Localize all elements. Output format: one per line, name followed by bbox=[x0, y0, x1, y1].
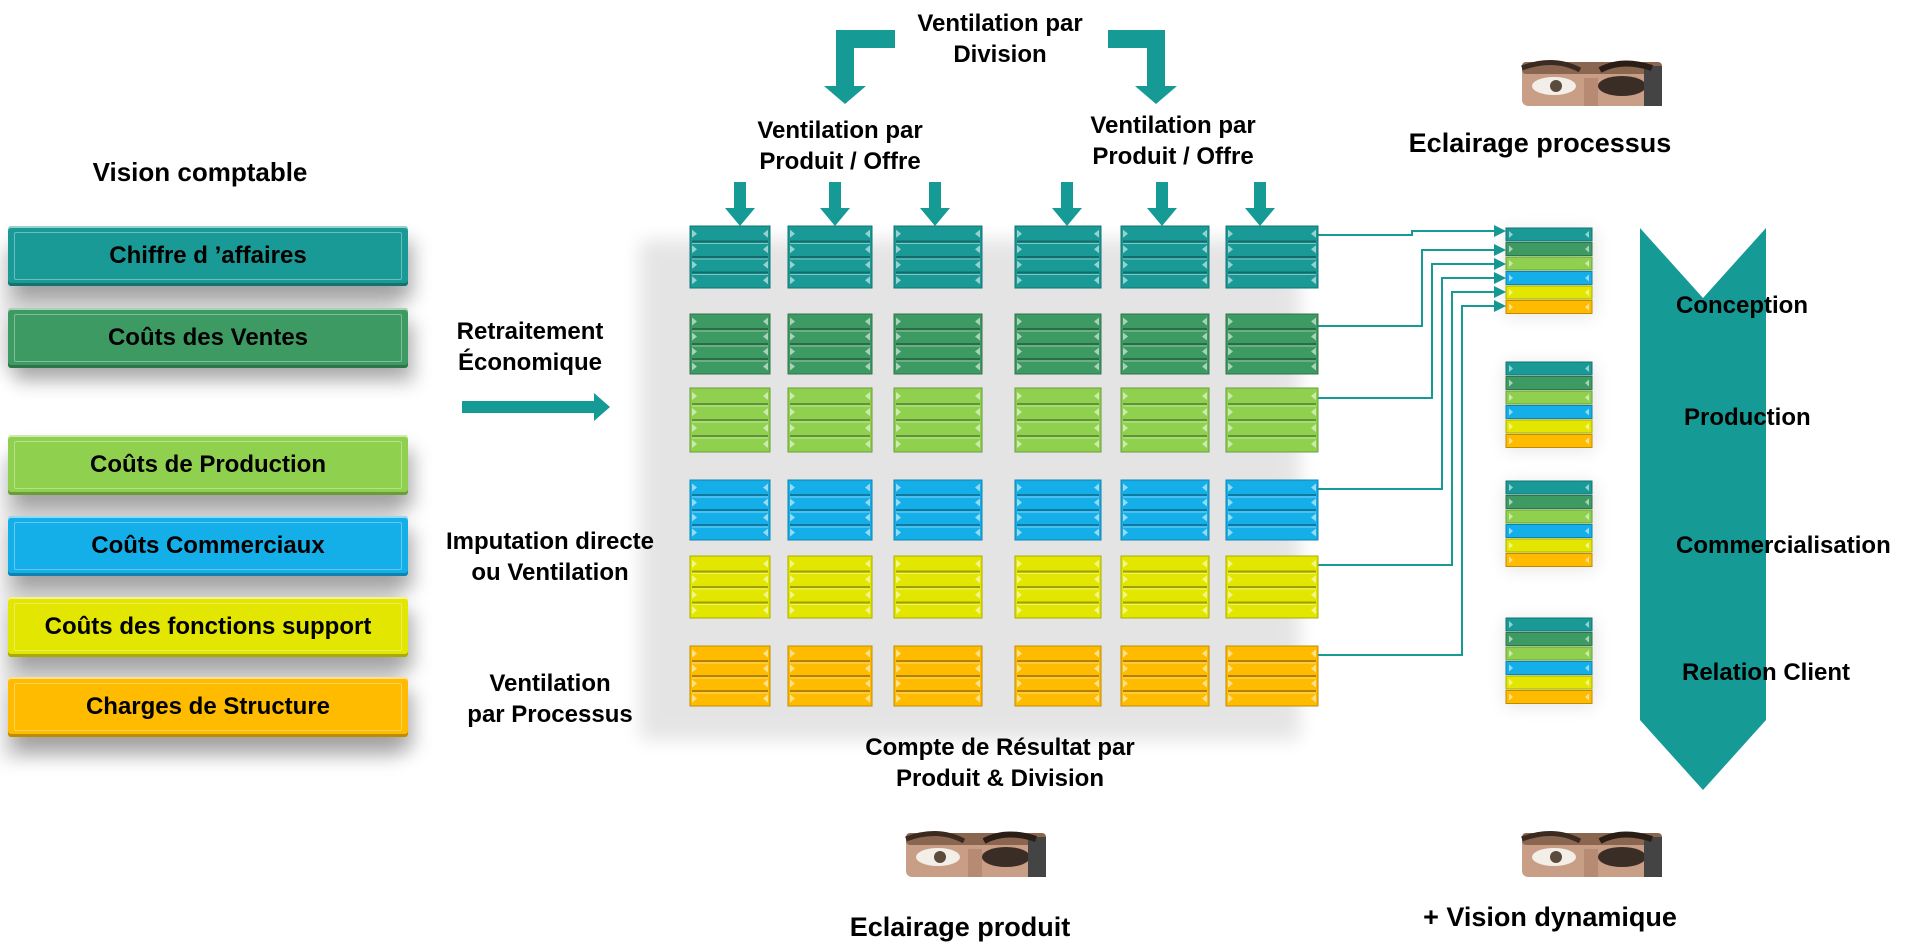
division-right-arrow bbox=[1108, 30, 1177, 104]
grid-cell bbox=[893, 387, 983, 453]
grid-cell bbox=[1120, 225, 1210, 289]
grid-cell bbox=[1120, 479, 1210, 541]
grid-cell bbox=[689, 479, 771, 541]
grid-cell bbox=[1120, 645, 1210, 707]
category-label: Chiffre d ’affaires bbox=[109, 242, 307, 269]
grid-cell bbox=[787, 387, 873, 453]
product-down-arrow bbox=[920, 182, 950, 226]
imputation-label: Imputation directe ou Ventilation bbox=[445, 528, 655, 587]
vision-comptable-title: Vision comptable bbox=[92, 157, 308, 187]
category-charges-structure: Charges de Structure bbox=[8, 677, 408, 737]
process-label-relation-client: Relation Client bbox=[1682, 659, 1851, 686]
eyes-icon bbox=[1521, 60, 1662, 106]
eclairage-produit-label: Eclairage produit bbox=[849, 912, 1071, 942]
connector-line bbox=[1318, 272, 1506, 490]
product-down-arrow bbox=[1052, 182, 1082, 226]
product-down-arrow bbox=[820, 182, 850, 226]
compte-resultat-label: Compte de Résultat par Produit & Divisio… bbox=[865, 734, 1135, 793]
category-couts-production: Coûts de Production bbox=[8, 435, 408, 495]
process-label-production: Production bbox=[1684, 404, 1811, 431]
connector-line bbox=[1318, 286, 1506, 566]
process-chevron bbox=[1640, 470, 1766, 670]
process-stack bbox=[1505, 617, 1595, 706]
grid-cell bbox=[689, 225, 771, 289]
grid-cell bbox=[689, 645, 771, 707]
grid-cell bbox=[1225, 479, 1319, 541]
process-stack bbox=[1505, 361, 1595, 450]
category-label: Coûts de Production bbox=[90, 451, 326, 478]
grid-cell bbox=[1014, 479, 1102, 541]
grid-cell bbox=[1225, 387, 1319, 453]
grid-cell bbox=[689, 313, 771, 375]
grid-cell bbox=[787, 225, 873, 289]
grid-cell bbox=[1120, 313, 1210, 375]
connector-line bbox=[1318, 244, 1506, 327]
grid-cell bbox=[1225, 313, 1319, 375]
retraitement-arrow bbox=[462, 393, 610, 421]
division-left-arrow bbox=[824, 30, 895, 104]
product-down-arrow bbox=[1245, 182, 1275, 226]
category-couts-ventes: Coûts des Ventes bbox=[8, 308, 408, 368]
grid-cell bbox=[893, 555, 983, 619]
grid-cell bbox=[893, 645, 983, 707]
grid-cell bbox=[1120, 555, 1210, 619]
category-couts-commerciaux: Coûts Commerciaux bbox=[8, 516, 408, 576]
product-down-arrow bbox=[1147, 182, 1177, 226]
grid-cell bbox=[893, 479, 983, 541]
grid-cell bbox=[1014, 313, 1102, 375]
product-right-label: Ventilation par Produit / Offre bbox=[1090, 112, 1256, 171]
process-label-conception: Conception bbox=[1676, 292, 1808, 319]
process-chevron bbox=[1640, 228, 1766, 428]
grid-cell bbox=[1225, 225, 1319, 289]
category-chiffre-affaires: Chiffre d ’affaires bbox=[8, 226, 408, 286]
process-chevron bbox=[1640, 590, 1766, 790]
grid-cell bbox=[1014, 645, 1102, 707]
grid-cell bbox=[893, 225, 983, 289]
grid-cell bbox=[689, 387, 771, 453]
process-stack bbox=[1505, 480, 1595, 569]
grid-cell bbox=[1225, 555, 1319, 619]
category-label: Coûts Commerciaux bbox=[91, 532, 325, 559]
category-fonctions-support: Coûts des fonctions support bbox=[8, 597, 408, 657]
grid-cell bbox=[689, 555, 771, 619]
category-label: Coûts des Ventes bbox=[107, 324, 309, 351]
grid-cell bbox=[787, 479, 873, 541]
grid-cell bbox=[787, 313, 873, 375]
vision-dynamique-label: + Vision dynamique bbox=[1423, 902, 1677, 932]
product-down-arrow bbox=[725, 182, 755, 226]
product-left-label: Ventilation par Produit / Offre bbox=[757, 117, 923, 176]
grid-cell bbox=[1225, 645, 1319, 707]
grid-cell bbox=[1014, 225, 1102, 289]
grid-cell bbox=[787, 555, 873, 619]
process-label-commercialisation: Commercialisation bbox=[1676, 532, 1891, 559]
process-stack bbox=[1505, 227, 1595, 316]
grid-cell bbox=[893, 313, 983, 375]
connector-line bbox=[1318, 300, 1506, 656]
grid-cell bbox=[787, 645, 873, 707]
grid-cell bbox=[1014, 387, 1102, 453]
grid-cell bbox=[1014, 555, 1102, 619]
category-label: Coûts des fonctions support bbox=[44, 613, 372, 640]
retraitement-label: Retraitement Économique bbox=[456, 318, 604, 377]
grid-cell bbox=[1120, 387, 1210, 453]
eyes-icon bbox=[905, 831, 1046, 877]
category-label: Charges de Structure bbox=[85, 693, 331, 720]
division-label: Ventilation par Division bbox=[917, 10, 1083, 69]
connector-line bbox=[1318, 258, 1506, 399]
eclairage-processus-label: Eclairage processus bbox=[1408, 128, 1672, 158]
eyes-icon bbox=[1521, 831, 1662, 877]
connector-line bbox=[1318, 225, 1506, 237]
process-chevron bbox=[1640, 348, 1766, 548]
ventilation-processus-label: Ventilation par Processus bbox=[467, 670, 633, 729]
